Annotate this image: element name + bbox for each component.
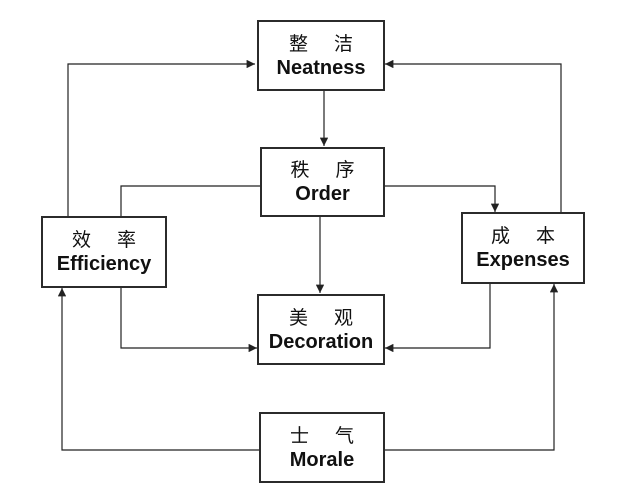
edge-morale-to-efficiency xyxy=(57,288,259,451)
efficiency-cn-label: 效 率 xyxy=(71,229,147,251)
order-en-label: Order xyxy=(295,183,350,205)
edge-efficiency-to-decoration xyxy=(120,288,257,353)
edge-efficiency-to-neatness xyxy=(67,59,255,216)
edge-expenses-to-neatness xyxy=(385,59,562,212)
expenses-cn-label: 成 本 xyxy=(490,225,566,247)
expenses-en-label: Expenses xyxy=(476,249,570,271)
decoration-cn-label: 美 观 xyxy=(288,306,364,329)
node-expenses: 成 本 Expenses xyxy=(461,212,585,284)
node-neatness: 整 洁 Neatness xyxy=(257,20,385,91)
edge-expenses-to-decoration xyxy=(385,284,491,353)
node-decoration: 美 观 Decoration xyxy=(257,294,385,365)
node-morale: 士 气 Morale xyxy=(259,412,385,483)
edge-morale-to-expenses xyxy=(385,284,559,451)
edge-order-to-efficiency-line xyxy=(120,185,260,216)
order-cn-label: 秩 序 xyxy=(290,159,365,181)
decoration-en-label: Decoration xyxy=(268,330,374,353)
neatness-cn-label: 整 洁 xyxy=(288,32,364,55)
node-order: 秩 序 Order xyxy=(260,147,385,217)
edge-order-to-expenses xyxy=(385,185,500,212)
morale-en-label: Morale xyxy=(289,448,355,471)
node-efficiency: 效 率 Efficiency xyxy=(41,216,167,288)
efficiency-en-label: Efficiency xyxy=(56,253,152,275)
morale-cn-label: 士 气 xyxy=(289,424,365,447)
neatness-en-label: Neatness xyxy=(276,56,366,79)
